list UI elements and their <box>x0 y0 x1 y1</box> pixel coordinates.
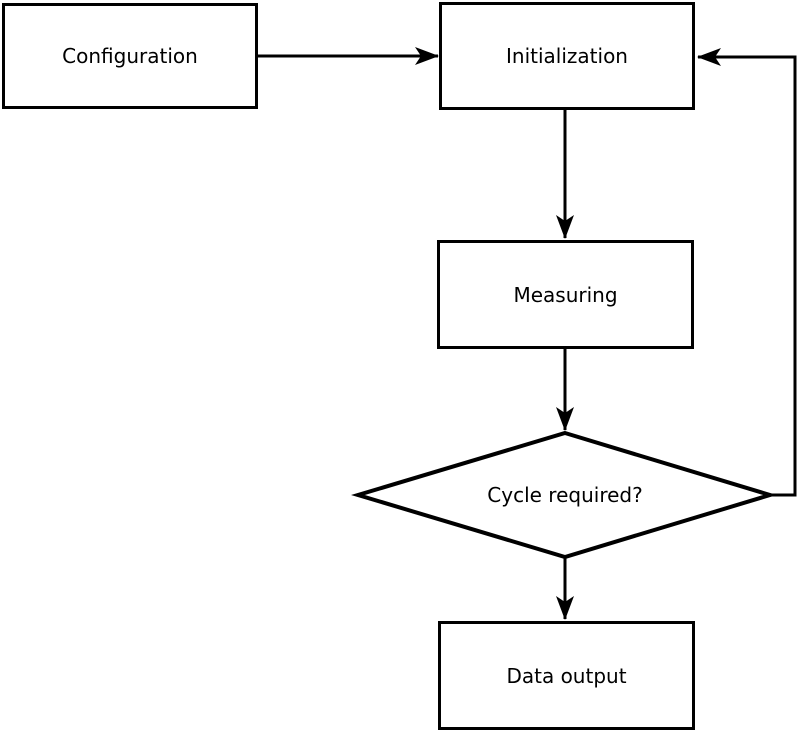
node-configuration: Configuration <box>2 3 258 109</box>
node-configuration-label: Configuration <box>62 44 198 68</box>
node-data-output: Data output <box>438 621 695 730</box>
node-cycle-required-label: Cycle required? <box>487 483 643 507</box>
node-initialization-label: Initialization <box>506 44 628 68</box>
node-cycle-required: Cycle required? <box>430 475 700 515</box>
node-initialization: Initialization <box>439 2 695 110</box>
node-data-output-label: Data output <box>506 663 627 688</box>
edge-decision-to-initialization-loop <box>697 48 797 497</box>
node-measuring-label: Measuring <box>513 282 618 307</box>
decision-diamond-shape <box>351 430 777 560</box>
node-measuring: Measuring <box>437 240 694 349</box>
